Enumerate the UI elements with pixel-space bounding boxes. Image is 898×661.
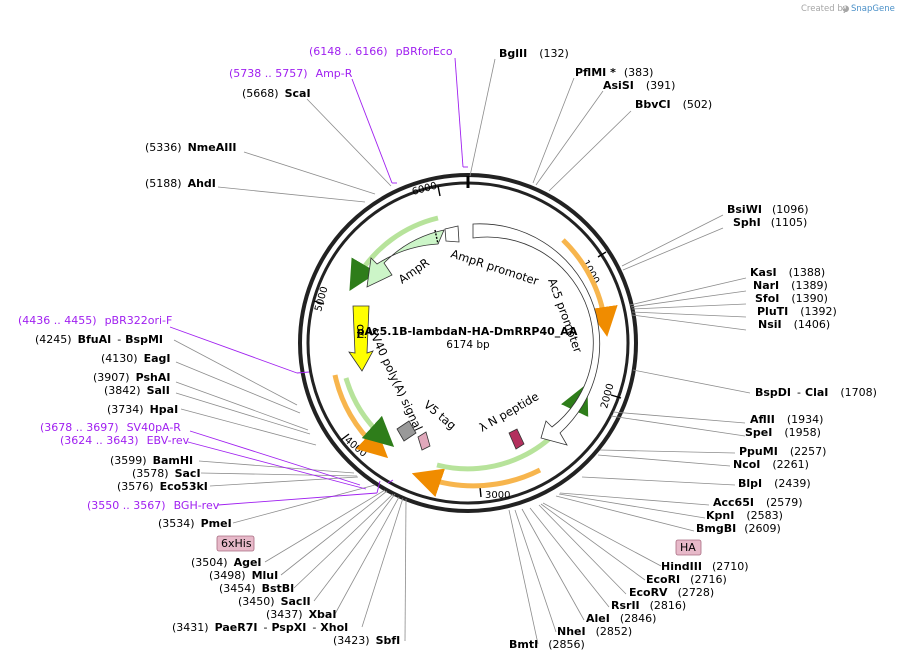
backbone-outer-ring bbox=[298, 173, 638, 513]
site-bsiwi: BsiWI(1096) bbox=[727, 203, 809, 216]
snapgene-credit: Created by ◕ SnapGene bbox=[801, 4, 895, 14]
site-xbai: (3437)XbaI bbox=[266, 608, 336, 621]
ampr-dotted-boundary bbox=[434, 229, 439, 245]
site-nari: NarI(1389) bbox=[753, 279, 828, 292]
feature-label-ori: ori bbox=[354, 324, 368, 339]
restriction-sites-right: BglII(132) PflMI *(383) AsiSI(391) BbvCI… bbox=[469, 47, 877, 651]
site-paer7i-pspxi-xhoi: (3431)PaeR7I-PspXI-XhoI bbox=[172, 621, 348, 634]
site-hpai: (3734)HpaI bbox=[107, 403, 178, 416]
site-bmgbi: BmgBI(2609) bbox=[696, 522, 781, 535]
site-scai: (5668)ScaI bbox=[242, 87, 311, 100]
orf-arrow-left bbox=[332, 374, 389, 459]
site-aflii: AflII(1934) bbox=[750, 413, 823, 426]
site-agei: (3504)AgeI bbox=[191, 556, 262, 569]
polya-signal-box bbox=[396, 420, 417, 442]
cds-arrow-top bbox=[349, 215, 439, 291]
site-saci: (3578)SacI bbox=[132, 467, 201, 480]
site-blpi: BlpI(2439) bbox=[738, 477, 811, 490]
site-acc65i: Acc65I(2579) bbox=[713, 496, 803, 509]
site-ahdi: (5188)AhdI bbox=[145, 177, 216, 190]
site-mlui: (3498)MluI bbox=[209, 569, 278, 582]
site-ecorv: EcoRV(2728) bbox=[629, 586, 714, 599]
site-bglii: BglII(132) bbox=[499, 47, 569, 60]
ha-tag-box: HA bbox=[675, 539, 702, 556]
ac5-promoter-arrow bbox=[472, 223, 601, 446]
site-bstbi: (3454)BstBI bbox=[219, 582, 294, 595]
orf-arrow-right bbox=[561, 238, 618, 337]
ampr-cds-arrow bbox=[366, 229, 445, 288]
site-ecori: EcoRI(2716) bbox=[646, 573, 727, 586]
site-bamhi: (3599)BamHI bbox=[110, 454, 193, 467]
credit-prefix: Created by bbox=[801, 4, 848, 14]
site-nsii: NsiI(1406) bbox=[758, 318, 830, 331]
site-bmti: BmtI(2856) bbox=[509, 638, 585, 651]
site-eagi: (4130)EagI bbox=[101, 352, 170, 365]
site-spei: SpeI(1958) bbox=[745, 426, 821, 439]
primer-annotations: (6148 .. 6166)pBRforEco (5738 .. 5757)Am… bbox=[18, 45, 468, 512]
site-alei: AleI(2846) bbox=[586, 612, 656, 625]
site-pflmi: PflMI *(383) bbox=[575, 66, 653, 79]
feature-label-lambda-n-peptide: λ N peptide bbox=[477, 389, 542, 434]
tick-label-3000: 3000 bbox=[485, 490, 510, 501]
6xhis-tag-box: 6xHis bbox=[216, 535, 255, 552]
feature-label-ampr-promoter: AmpR promoter bbox=[449, 247, 540, 289]
lambda-n-peptide-marker bbox=[508, 428, 525, 450]
orf-arrow-bottom bbox=[411, 467, 542, 498]
site-kasi: KasI(1388) bbox=[750, 266, 825, 279]
feature-label-ampr: AmpR bbox=[396, 255, 432, 286]
cds-arrow-left bbox=[343, 377, 395, 448]
site-rsrii: RsrII(2816) bbox=[611, 599, 686, 612]
site-kpni: KpnI(2583) bbox=[706, 509, 783, 522]
restriction-sites-left: (5668)ScaI (5336)NmeAIII (5188)AhdI (424… bbox=[35, 87, 407, 647]
primer-pbr322ori-f: (4436 .. 4455)pBR322ori-F bbox=[18, 314, 172, 327]
site-sali: (3842)SalI bbox=[104, 384, 170, 397]
site-sacii: (3450)SacII bbox=[238, 595, 311, 608]
site-sfoi: SfoI(1390) bbox=[755, 292, 828, 305]
site-ppumi: PpuMI(2257) bbox=[739, 445, 826, 458]
feature-label-sv40-polya: SV40 poly(A) signal bbox=[365, 325, 425, 433]
plasmid-name: pAc5.1B-lambdaN-HA-DmRRP40_AA bbox=[357, 325, 578, 338]
primer-pbrforeco: (6148 .. 6166)pBRforEco bbox=[309, 45, 453, 58]
credit-brand: SnapGene bbox=[851, 4, 895, 14]
site-pluti: PluTI(1392) bbox=[757, 305, 837, 318]
primer-amp-r: (5738 .. 5757)Amp-R bbox=[229, 67, 353, 80]
primer-sv40pa-r: (3678 .. 3697)SV40pA-R bbox=[40, 421, 181, 434]
v5-tag-marker bbox=[417, 431, 431, 451]
ampr-promoter-arrow bbox=[444, 225, 460, 243]
site-pshai: (3907)PshAI bbox=[93, 371, 170, 384]
site-nhei: NheI(2852) bbox=[557, 625, 632, 638]
site-bbvci: BbvCI(502) bbox=[635, 98, 712, 111]
tick-marks bbox=[313, 185, 622, 498]
site-ncoi: NcoI(2261) bbox=[733, 458, 809, 471]
feature-label-v5-tag: V5 tag bbox=[421, 398, 459, 433]
site-asisi: AsiSI(391) bbox=[603, 79, 675, 92]
site-bfuai-bspmi: (4245)BfuAI-BspMI bbox=[35, 333, 163, 346]
ha-tag-label: HA bbox=[680, 541, 696, 554]
site-hindiii: HindIII(2710) bbox=[661, 560, 749, 573]
site-eco53ki: (3576)Eco53kI bbox=[117, 480, 208, 493]
primer-bgh-rev: (3550 .. 3567)BGH-rev bbox=[87, 499, 220, 512]
site-nmeaiii: (5336)NmeAIII bbox=[145, 141, 237, 154]
plasmid-size: 6174 bp bbox=[446, 339, 490, 351]
6xhis-tag-label: 6xHis bbox=[221, 537, 252, 550]
site-sbfi: (3423)SbfI bbox=[333, 634, 400, 647]
site-pmei: (3534)PmeI bbox=[158, 517, 232, 530]
site-sphi: SphI(1105) bbox=[733, 216, 807, 229]
primer-ebv-rev: (3624 .. 3643)EBV-rev bbox=[60, 434, 190, 447]
snapgene-logo-icon: ◕ bbox=[842, 4, 849, 14]
ori-arrow bbox=[348, 305, 374, 372]
site-bspdi-clai: BspDI-ClaI(1708) bbox=[755, 386, 877, 399]
